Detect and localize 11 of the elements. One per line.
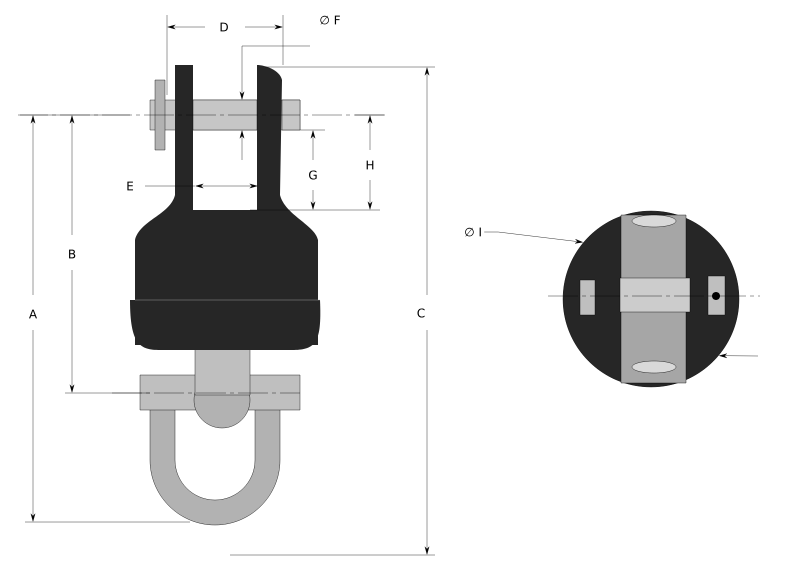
dimension-label: A — [28, 308, 38, 320]
dimension-label: G — [307, 169, 319, 181]
dimension-label: ∅ I — [465, 228, 481, 236]
dimension-label: B — [66, 248, 78, 260]
dimension-label: H — [364, 160, 376, 170]
leader-line — [484, 232, 583, 244]
dimension-label: E — [125, 180, 135, 192]
dimension-label: D — [218, 22, 230, 32]
dimension-label: C — [416, 307, 426, 319]
leader-line — [719, 354, 758, 358]
dimension-label: ∅ F — [318, 14, 342, 26]
